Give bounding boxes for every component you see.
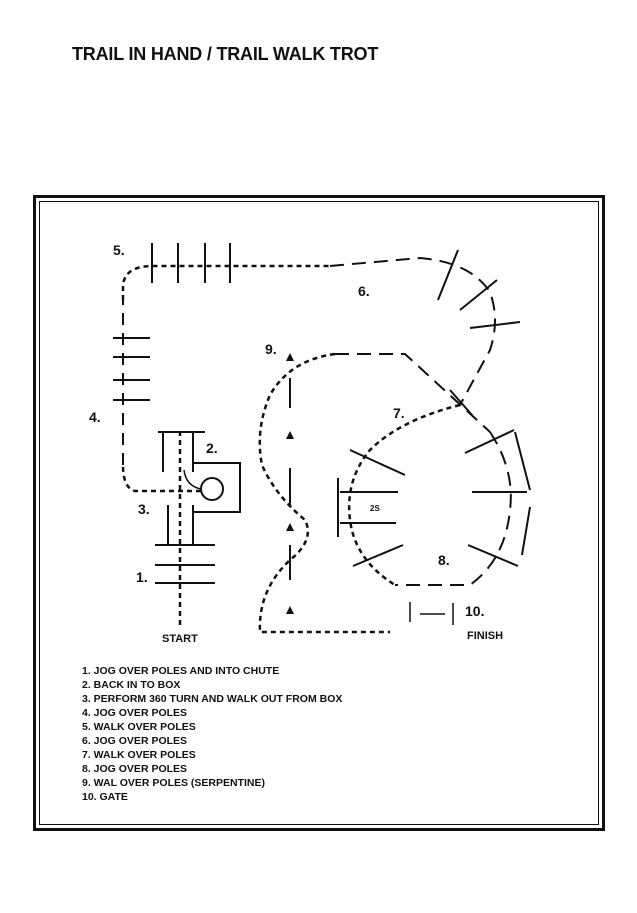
label-spacing: 2S — [370, 504, 380, 513]
back-in-route — [183, 469, 202, 490]
route-box-to-poles-4 — [121, 464, 201, 493]
legend-item: 7. WALK OVER POLES — [82, 749, 196, 761]
legend-item: 9. WAL OVER POLES (SERPENTINE) — [82, 777, 266, 789]
spaced-poles — [337, 478, 398, 537]
legend-item: 1. JOG OVER POLES AND INTO CHUTE — [82, 665, 280, 677]
page-title: TRAIL IN HAND / TRAIL WALK TROT — [72, 44, 379, 64]
pole-7 — [449, 389, 473, 416]
label-obstacle-2: 2. — [206, 440, 218, 456]
label-finish: FINISH — [467, 630, 503, 642]
route-serpentine — [258, 352, 390, 634]
diagram-frame-outer — [33, 195, 605, 831]
poles-8 — [349, 429, 531, 567]
label-obstacle-7: 7. — [393, 405, 405, 421]
box — [192, 462, 241, 520]
poles-4 — [113, 337, 150, 401]
legend-item: 10. GATE — [82, 791, 128, 803]
label-obstacle-10: 10. — [465, 603, 484, 619]
poles-6 — [437, 249, 521, 329]
legend-item: 4. JOG OVER POLES — [82, 707, 188, 719]
cones — [286, 353, 294, 614]
legend-item: 2. BACK IN TO BOX — [82, 679, 181, 691]
legend-item: 5. WALK OVER POLES — [82, 721, 196, 733]
poles-1 — [155, 544, 215, 584]
legend-item: 3. PERFORM 360 TURN AND WALK OUT FROM BO… — [82, 693, 343, 705]
poles-5 — [151, 243, 231, 283]
label-obstacle-1: 1. — [136, 569, 148, 585]
label-start: START — [162, 633, 198, 645]
route-poles-7 — [335, 353, 491, 433]
label-obstacle-6: 6. — [358, 283, 370, 299]
label-obstacle-8: 8. — [438, 552, 450, 568]
label-obstacle-4: 4. — [89, 409, 101, 425]
obstacle-legend: 1. JOG OVER POLES AND INTO CHUTE 2. BACK… — [82, 664, 342, 804]
gate — [409, 602, 454, 625]
label-obstacle-9: 9. — [265, 341, 277, 357]
label-obstacle-5: 5. — [113, 242, 125, 258]
route-poles-6 — [329, 256, 496, 406]
route-poles-5 — [121, 264, 330, 300]
turn-circle — [200, 477, 224, 501]
legend-item: 6. JOG OVER POLES — [82, 735, 188, 747]
label-obstacle-3: 3. — [138, 501, 150, 517]
diagram-frame-inner — [39, 201, 599, 825]
route-poles-8 — [395, 431, 512, 586]
legend-item: 8. JOG OVER POLES — [82, 763, 188, 775]
